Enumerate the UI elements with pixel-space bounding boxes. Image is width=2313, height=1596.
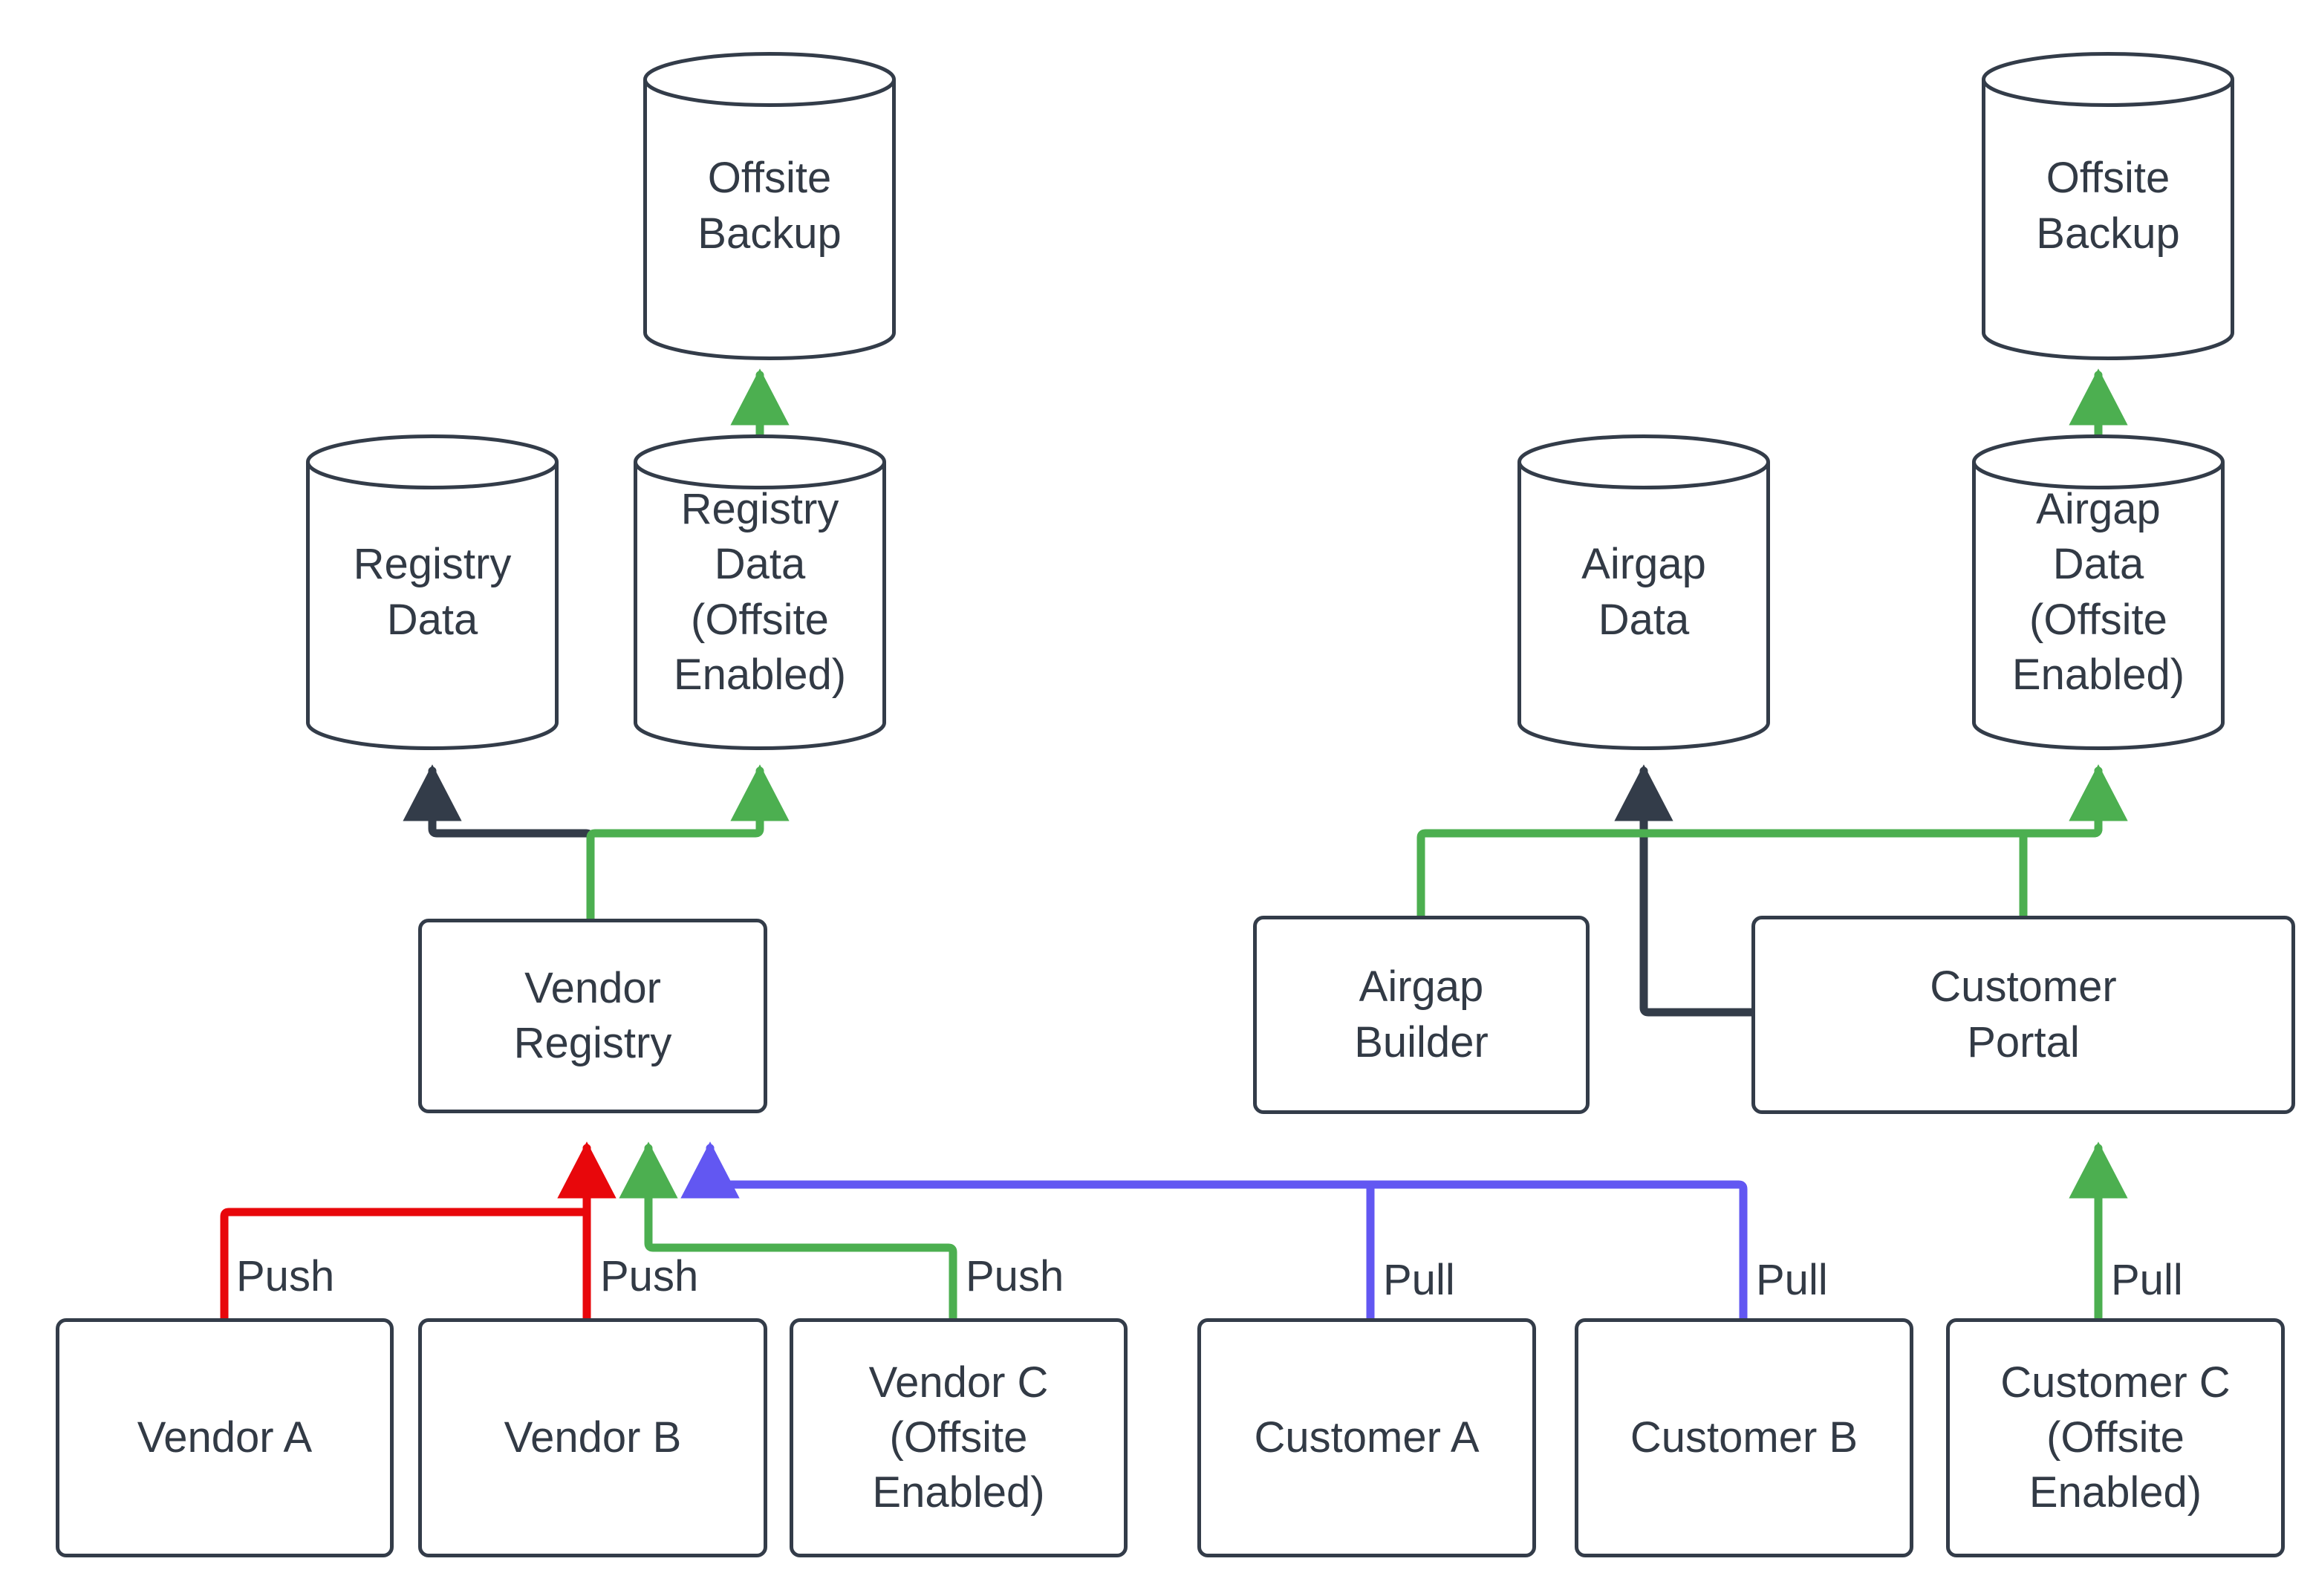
cylinder-shape xyxy=(1982,52,2234,360)
node-label: Airgap Data (Offsite Enabled) xyxy=(2011,485,2185,699)
edge-label-customer-a-pull: Pull xyxy=(1383,1256,1455,1304)
node-label: Customer C (Offsite Enabled) xyxy=(2000,1358,2231,1517)
node-vendor-registry[interactable]: Vendor Registry xyxy=(418,919,767,1113)
edge-label-customer-c-pull: Pull xyxy=(2111,1256,2183,1304)
node-label: Offsite Backup xyxy=(2036,154,2180,258)
edge-customer-portal-to-airgap-data xyxy=(1614,764,1756,1017)
node-vendor-a[interactable]: Vendor A xyxy=(56,1318,394,1557)
edge-customer-portal-to-airgap-data-offsite xyxy=(2019,764,2128,920)
node-label: Registry Data (Offsite Enabled) xyxy=(673,485,847,699)
edge-customer-b-pull xyxy=(680,1141,1748,1323)
node-label: Vendor Registry xyxy=(513,963,672,1067)
edge-vendor-c-push xyxy=(619,1141,957,1323)
node-label: Offsite Backup xyxy=(697,154,842,258)
cylinder-shape xyxy=(1972,434,2225,750)
node-customer-c[interactable]: Customer C (Offsite Enabled) xyxy=(1946,1318,2285,1557)
node-offsite-backup-right[interactable]: Offsite Backup xyxy=(1982,52,2234,360)
node-label: Vendor A xyxy=(137,1413,313,1462)
cylinder-shape xyxy=(306,434,559,750)
edge-label-vendor-c-push: Push xyxy=(966,1252,1064,1300)
node-label: Customer Portal xyxy=(1930,963,2117,1066)
cylinder-shape xyxy=(643,52,896,360)
edge-label-customer-b-pull: Pull xyxy=(1756,1256,1828,1304)
edge-label-vendor-a-push: Push xyxy=(236,1252,335,1300)
edge-vendor-registry-to-registry-data xyxy=(403,764,595,923)
node-label: Customer B xyxy=(1630,1413,1858,1462)
node-label: Registry Data xyxy=(353,540,512,644)
node-customer-portal[interactable]: Customer Portal xyxy=(1751,916,2295,1114)
edge-vendor-registry-to-registry-data-offsite xyxy=(586,764,790,923)
node-label: Airgap Data xyxy=(1581,540,1706,644)
node-vendor-c[interactable]: Vendor C (Offsite Enabled) xyxy=(790,1318,1128,1557)
node-registry-data-offsite[interactable]: Registry Data (Offsite Enabled) xyxy=(634,434,886,750)
node-vendor-b[interactable]: Vendor B xyxy=(418,1318,767,1557)
node-label: Airgap Builder xyxy=(1354,963,1489,1066)
cylinder-shape xyxy=(1517,434,1770,750)
node-label: Vendor B xyxy=(504,1413,682,1462)
edge-airgap-builder-to-airgap-data-offsite xyxy=(1416,764,2128,920)
node-registry-data[interactable]: Registry Data xyxy=(306,434,559,750)
node-airgap-data-offsite[interactable]: Airgap Data (Offsite Enabled) xyxy=(1972,434,2225,750)
cylinder-shape xyxy=(634,434,886,750)
node-label: Vendor C (Offsite Enabled) xyxy=(868,1358,1049,1517)
node-airgap-builder[interactable]: Airgap Builder xyxy=(1253,916,1590,1114)
node-customer-a[interactable]: Customer A xyxy=(1197,1318,1536,1557)
node-customer-b[interactable]: Customer B xyxy=(1575,1318,1913,1557)
edge-label-vendor-b-push: Push xyxy=(600,1252,699,1300)
node-label: Customer A xyxy=(1254,1413,1480,1462)
node-airgap-data[interactable]: Airgap Data xyxy=(1517,434,1770,750)
node-offsite-backup-left[interactable]: Offsite Backup xyxy=(643,52,896,360)
